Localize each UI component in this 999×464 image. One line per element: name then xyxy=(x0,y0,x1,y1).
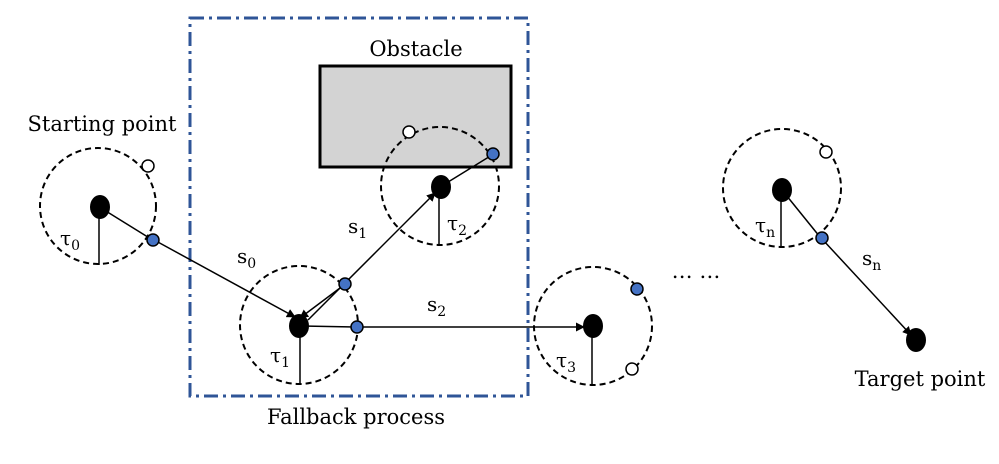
starting-point-label: Starting point xyxy=(28,112,178,136)
blue-point-n xyxy=(815,231,829,245)
blue-point-2 xyxy=(486,147,500,161)
node-center-3 xyxy=(583,314,603,338)
blue-point-1b xyxy=(350,320,364,334)
node-circle-3 xyxy=(533,266,653,386)
tau-label-1: τ1 xyxy=(270,343,290,371)
line-node0-to-blue0 xyxy=(100,207,152,240)
segment-label-sn: sn xyxy=(862,246,881,274)
node-circle-0 xyxy=(39,147,157,265)
white-point-2 xyxy=(402,125,416,139)
node-center-2 xyxy=(431,175,451,199)
node-center-0 xyxy=(90,195,110,219)
blue-point-3 xyxy=(630,282,644,296)
blue-point-1a xyxy=(338,277,352,291)
tau-label-n: τn xyxy=(755,213,775,241)
obstacle-box xyxy=(318,64,513,169)
node-center-n xyxy=(772,178,792,202)
white-point-0 xyxy=(141,159,155,173)
target-point-label: Target point xyxy=(855,367,986,391)
white-point-n xyxy=(819,145,833,159)
arrow-s1-down xyxy=(299,284,345,319)
tau-label-3: τ3 xyxy=(556,348,576,376)
fallback-region xyxy=(188,16,530,398)
segment-label-s0: s0 xyxy=(237,244,256,272)
tau-label-2: τ2 xyxy=(447,211,467,239)
node-circle-n xyxy=(722,128,842,248)
obstacle-label: Obstacle xyxy=(369,37,462,61)
line-node1-to-blue1 xyxy=(301,325,356,328)
fallback-process-label: Fallback process xyxy=(267,405,445,429)
tau-label-0: τ0 xyxy=(60,226,80,254)
arrow-s0 xyxy=(155,240,296,318)
segment-label-s2: s2 xyxy=(427,292,446,320)
arrow-sn xyxy=(822,239,912,336)
arrow-s1-up xyxy=(307,192,436,321)
target-point-node xyxy=(906,328,926,352)
white-point-3 xyxy=(625,362,639,376)
segment-label-s1: s1 xyxy=(348,214,367,242)
ellipsis-label: … … xyxy=(672,259,721,283)
node-center-1 xyxy=(289,314,309,338)
node-circle-2 xyxy=(380,126,500,246)
blue-point-0 xyxy=(146,233,160,247)
